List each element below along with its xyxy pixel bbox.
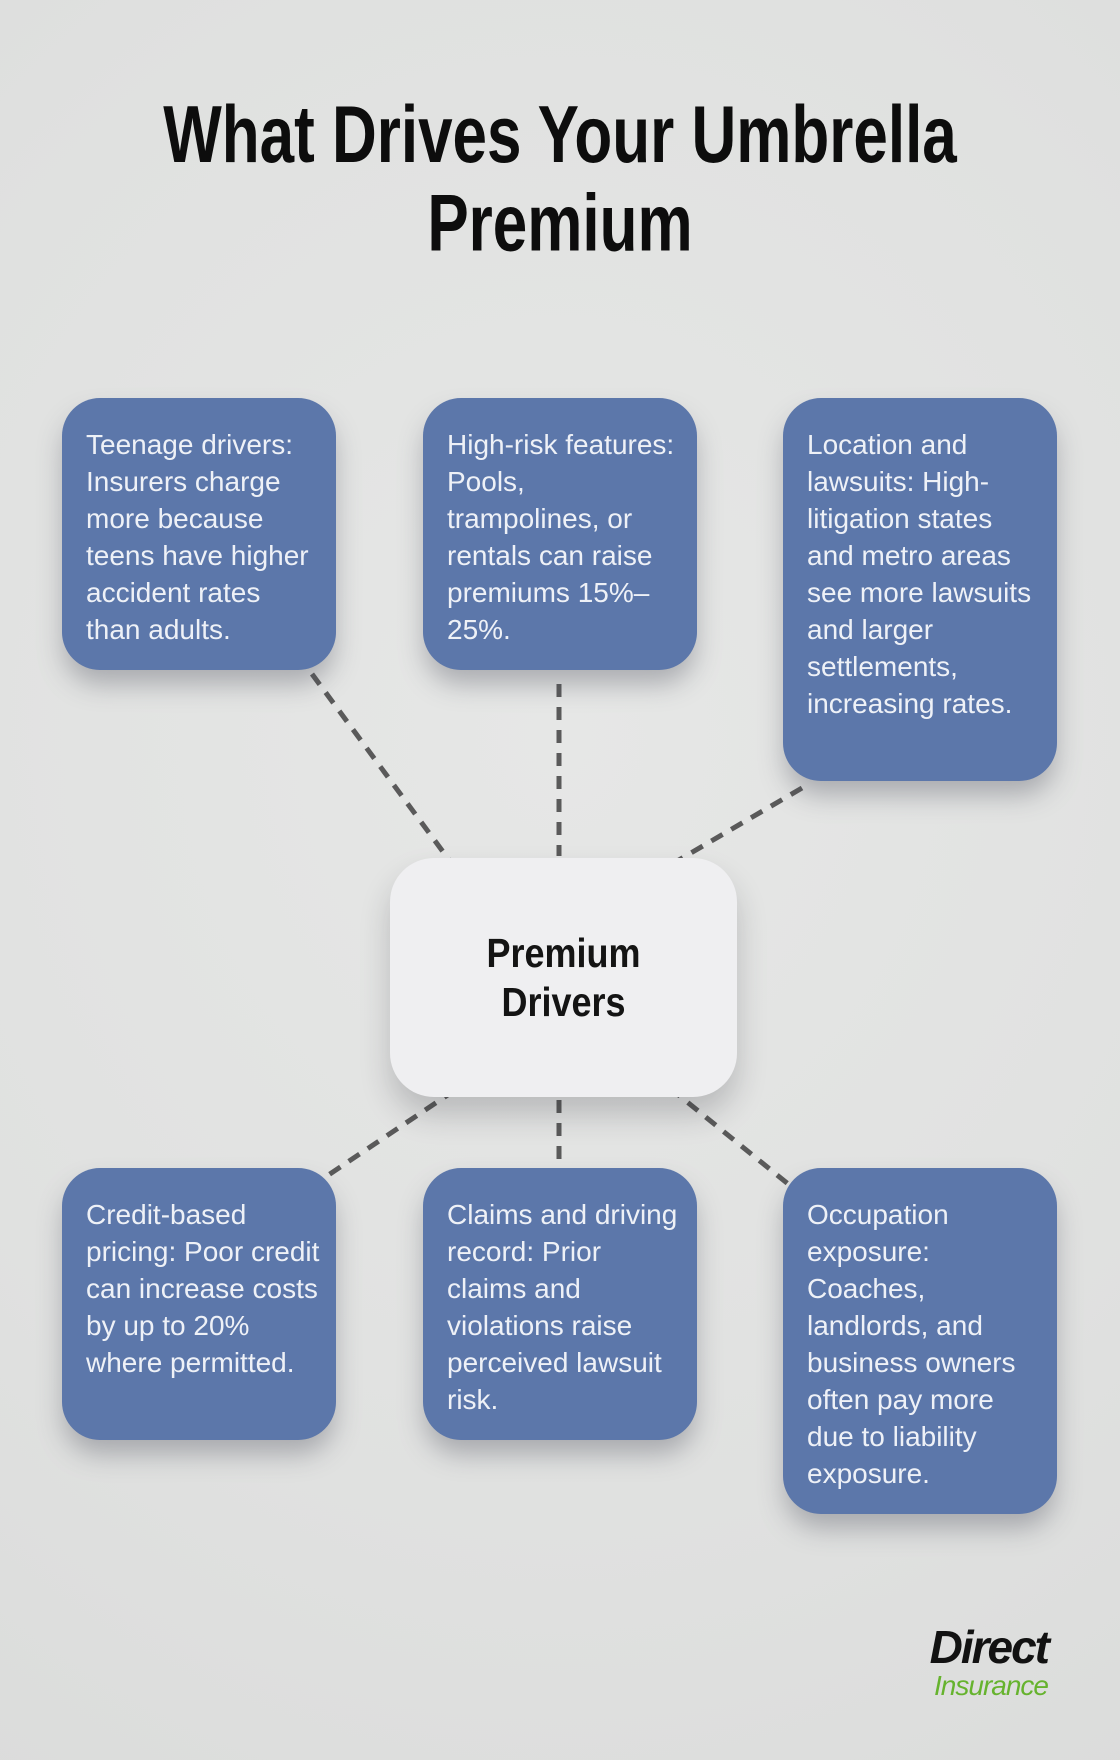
factor-node-text: Occupation exposure: Coaches, landlords,… [807,1199,1016,1489]
connector-line-teenage-drivers [309,672,458,870]
connector-line-location-lawsuits [670,785,804,867]
page-title: What Drives Your Umbrella Premium [163,90,957,269]
connector-line-occupation [668,1086,800,1194]
factor-node-text: Credit-based pricing: Poor credit can in… [86,1199,320,1378]
factor-node-occupation-exposure: Occupation exposure: Coaches, landlords,… [783,1168,1057,1514]
brand-logo: Direct Insurance [929,1621,1050,1701]
factor-node-credit-based-pricing: Credit-based pricing: Poor credit can in… [62,1168,336,1440]
factor-node-teenage-drivers: Teenage drivers: Insurers charge more be… [62,398,336,670]
connector-line-credit-pricing [310,1087,457,1189]
center-node-premium-drivers: Premium Drivers [390,858,737,1097]
factor-node-claims-and-driving-record: Claims and driving record: Prior claims … [423,1168,697,1440]
factor-node-text: Location and lawsuits: High-litigation s… [807,429,1032,719]
brand-logo-secondary: Insurance [934,1670,1049,1701]
factor-node-location-and-lawsuits: Location and lawsuits: High-litigation s… [783,398,1057,781]
factor-node-text: Teenage drivers: Insurers charge more be… [86,429,309,645]
factor-node-text: High-risk features: Pools, trampolines, … [447,429,675,645]
center-node-label: Premium Drivers [486,929,641,1025]
factor-node-high-risk-features: High-risk features: Pools, trampolines, … [423,398,697,670]
factor-node-text: Claims and driving record: Prior claims … [447,1199,678,1415]
brand-logo-primary: Direct [929,1621,1050,1673]
